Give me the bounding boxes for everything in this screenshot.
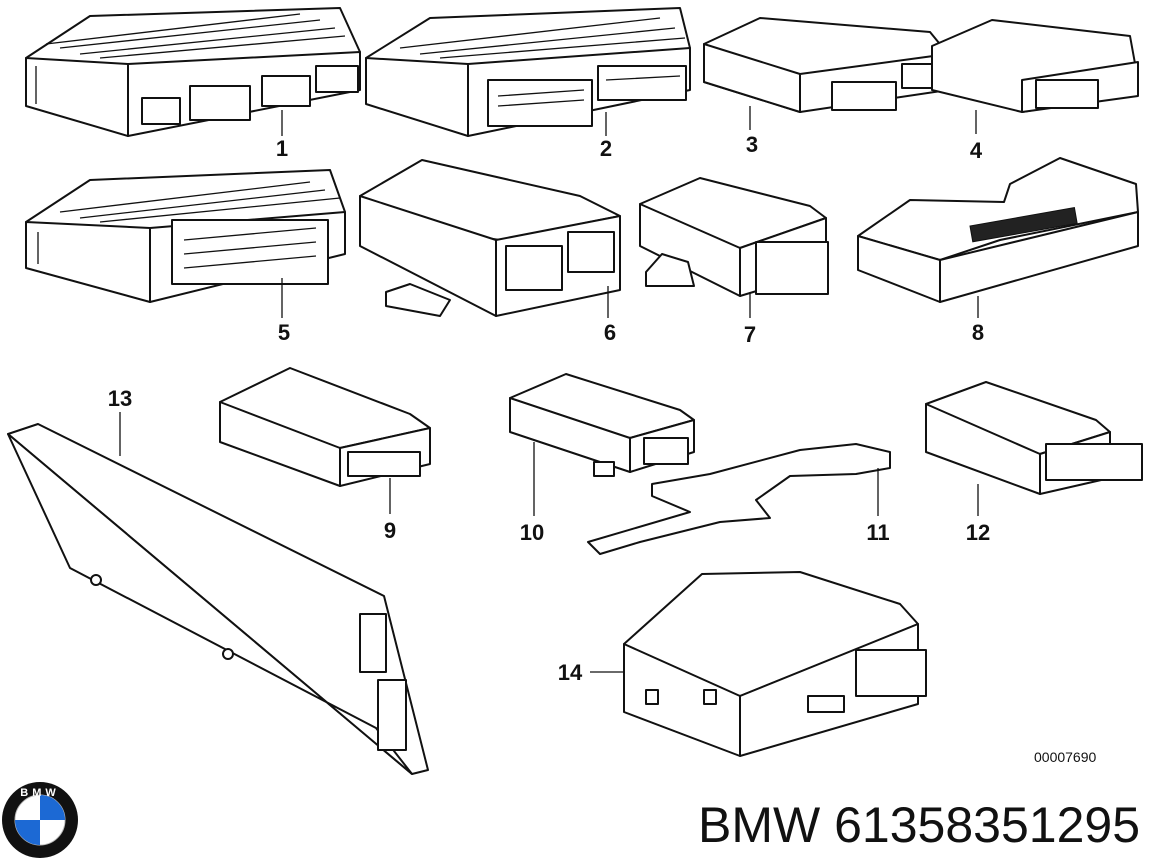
part-9-control-unit bbox=[219, 367, 431, 487]
part-13-control-unit bbox=[7, 423, 429, 775]
callout-10: 10 bbox=[520, 520, 544, 545]
callout-11: 11 bbox=[866, 520, 889, 545]
callout-1: 1 bbox=[276, 136, 288, 161]
callout-4: 4 bbox=[970, 138, 983, 163]
part-3-control-unit bbox=[703, 17, 949, 113]
callout-labels: 1 2 3 4 5 6 7 8 9 10 11 12 13 14 bbox=[108, 132, 990, 685]
logo-blue-quadrant-top-right bbox=[40, 795, 65, 820]
drawing-number: 00007690 bbox=[1034, 749, 1097, 765]
callout-6: 6 bbox=[604, 320, 616, 345]
part-6-control-unit bbox=[359, 159, 621, 317]
callout-5: 5 bbox=[278, 320, 290, 345]
part-2-control-unit bbox=[365, 7, 691, 137]
callout-3: 3 bbox=[746, 132, 758, 157]
bmw-logo: BMW bbox=[2, 782, 78, 858]
callout-14: 14 bbox=[558, 660, 583, 685]
part-10-control-unit bbox=[509, 373, 695, 477]
part-5-control-unit bbox=[25, 169, 346, 303]
part-1-control-unit bbox=[25, 7, 361, 137]
callout-13: 13 bbox=[108, 386, 132, 411]
part-number-caption: BMW 61358351295 bbox=[698, 797, 1140, 853]
logo-lettering: BMW bbox=[20, 787, 60, 799]
part-7-control-unit bbox=[639, 177, 829, 297]
part-8-control-unit bbox=[857, 157, 1139, 303]
callout-8: 8 bbox=[972, 320, 984, 345]
part-4-control-unit bbox=[931, 19, 1139, 113]
logo-blue-quadrant-bottom-left bbox=[15, 820, 40, 845]
callout-12: 12 bbox=[966, 520, 990, 545]
part-12-control-unit bbox=[925, 381, 1143, 495]
part-14-control-unit bbox=[623, 571, 927, 757]
part-11-bracket bbox=[587, 443, 891, 555]
leader-lines bbox=[119, 106, 979, 673]
callout-7: 7 bbox=[744, 322, 756, 347]
callout-2: 2 bbox=[600, 136, 612, 161]
callout-9: 9 bbox=[384, 518, 396, 543]
